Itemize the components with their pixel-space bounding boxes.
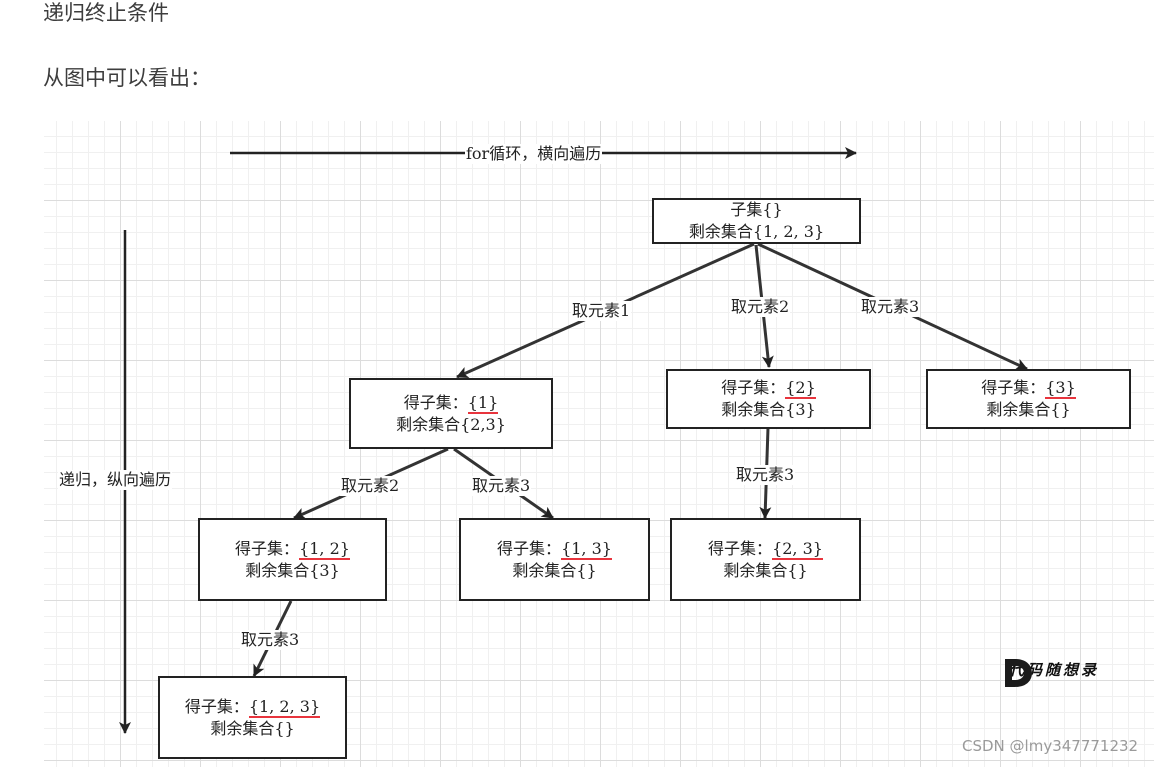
watermark: CSDN @lmy347771232	[962, 737, 1139, 755]
node-subset-13-remaining: 剩余集合{}	[512, 560, 597, 580]
node-subset-23-prefix: 得子集：	[708, 538, 773, 558]
node-subset-2-remaining: 剩余集合{3}	[721, 400, 816, 419]
node-subset-123: 得子集：{1, 2, 3} 剩余集合{}	[158, 676, 347, 759]
node-subset-12: 得子集：{1, 2} 剩余集合{3}	[198, 518, 387, 601]
node-subset-1: 得子集：{1} 剩余集合{2,3}	[349, 378, 553, 449]
node-subset-13-set: {1, 3}	[561, 538, 612, 560]
edge-label-n1-n13: 取元素3	[471, 476, 532, 496]
node-subset-23: 得子集：{2, 3} 剩余集合{}	[670, 518, 861, 601]
node-root-remaining: 剩余集合{1, 2, 3}	[688, 222, 825, 241]
for-loop-label: for循环，横向遍历	[465, 144, 603, 164]
node-subset-23-set: {2, 3}	[772, 538, 823, 560]
node-root: 子集{} 剩余集合{1, 2, 3}	[652, 198, 861, 244]
node-subset-3: 得子集：{3} 剩余集合{}	[926, 369, 1131, 429]
node-subset-123-prefix: 得子集：	[184, 696, 249, 716]
node-subset-2: 得子集：{2} 剩余集合{3}	[666, 369, 871, 429]
node-subset-13-prefix: 得子集：	[497, 538, 562, 558]
node-subset-2-set: {2}	[785, 378, 816, 399]
node-subset-3-remaining: 剩余集合{}	[986, 400, 1071, 419]
node-subset-3-set: {3}	[1045, 378, 1076, 399]
node-subset-1-remaining: 剩余集合{2,3}	[396, 414, 506, 434]
edge-label-root-n1: 取元素1	[571, 301, 632, 321]
node-root-subset: 子集{}	[730, 200, 783, 219]
node-subset-1-set: {1}	[467, 392, 499, 414]
node-subset-123-set: {1, 2, 3}	[248, 696, 321, 718]
logo-d-icon	[1005, 659, 1032, 687]
logo: 代码随想录	[999, 657, 1109, 717]
edge-label-root-n2: 取元素2	[730, 297, 791, 317]
edge-label-n2-n23: 取元素3	[735, 465, 796, 485]
recursion-label: 递归，纵向遍历	[58, 470, 173, 490]
node-subset-12-set: {1, 2}	[299, 538, 350, 560]
node-subset-23-remaining: 剩余集合{}	[723, 560, 808, 580]
section-heading-termination: 递归终止条件	[43, 1, 169, 25]
section-heading-observe: 从图中可以看出：	[43, 66, 211, 90]
diagram-connectors	[119, 147, 1028, 734]
node-subset-123-remaining: 剩余集合{}	[210, 718, 295, 738]
node-subset-12-remaining: 剩余集合{3}	[245, 560, 340, 580]
node-subset-12-prefix: 得子集：	[235, 538, 300, 558]
subset-tree-diagram: for循环，横向遍历 递归，纵向遍历 取元素1 取元素2 取元素3 取元素2 取…	[44, 121, 1154, 767]
node-subset-1-prefix: 得子集：	[403, 392, 468, 412]
node-subset-3-prefix: 得子集：	[981, 378, 1046, 397]
edge-label-n12-n123: 取元素3	[240, 630, 301, 650]
node-subset-13: 得子集：{1, 3} 剩余集合{}	[459, 518, 650, 601]
edge-label-n1-n12: 取元素2	[340, 476, 401, 496]
node-subset-2-prefix: 得子集：	[721, 378, 786, 397]
edge-label-root-n3: 取元素3	[860, 297, 921, 317]
